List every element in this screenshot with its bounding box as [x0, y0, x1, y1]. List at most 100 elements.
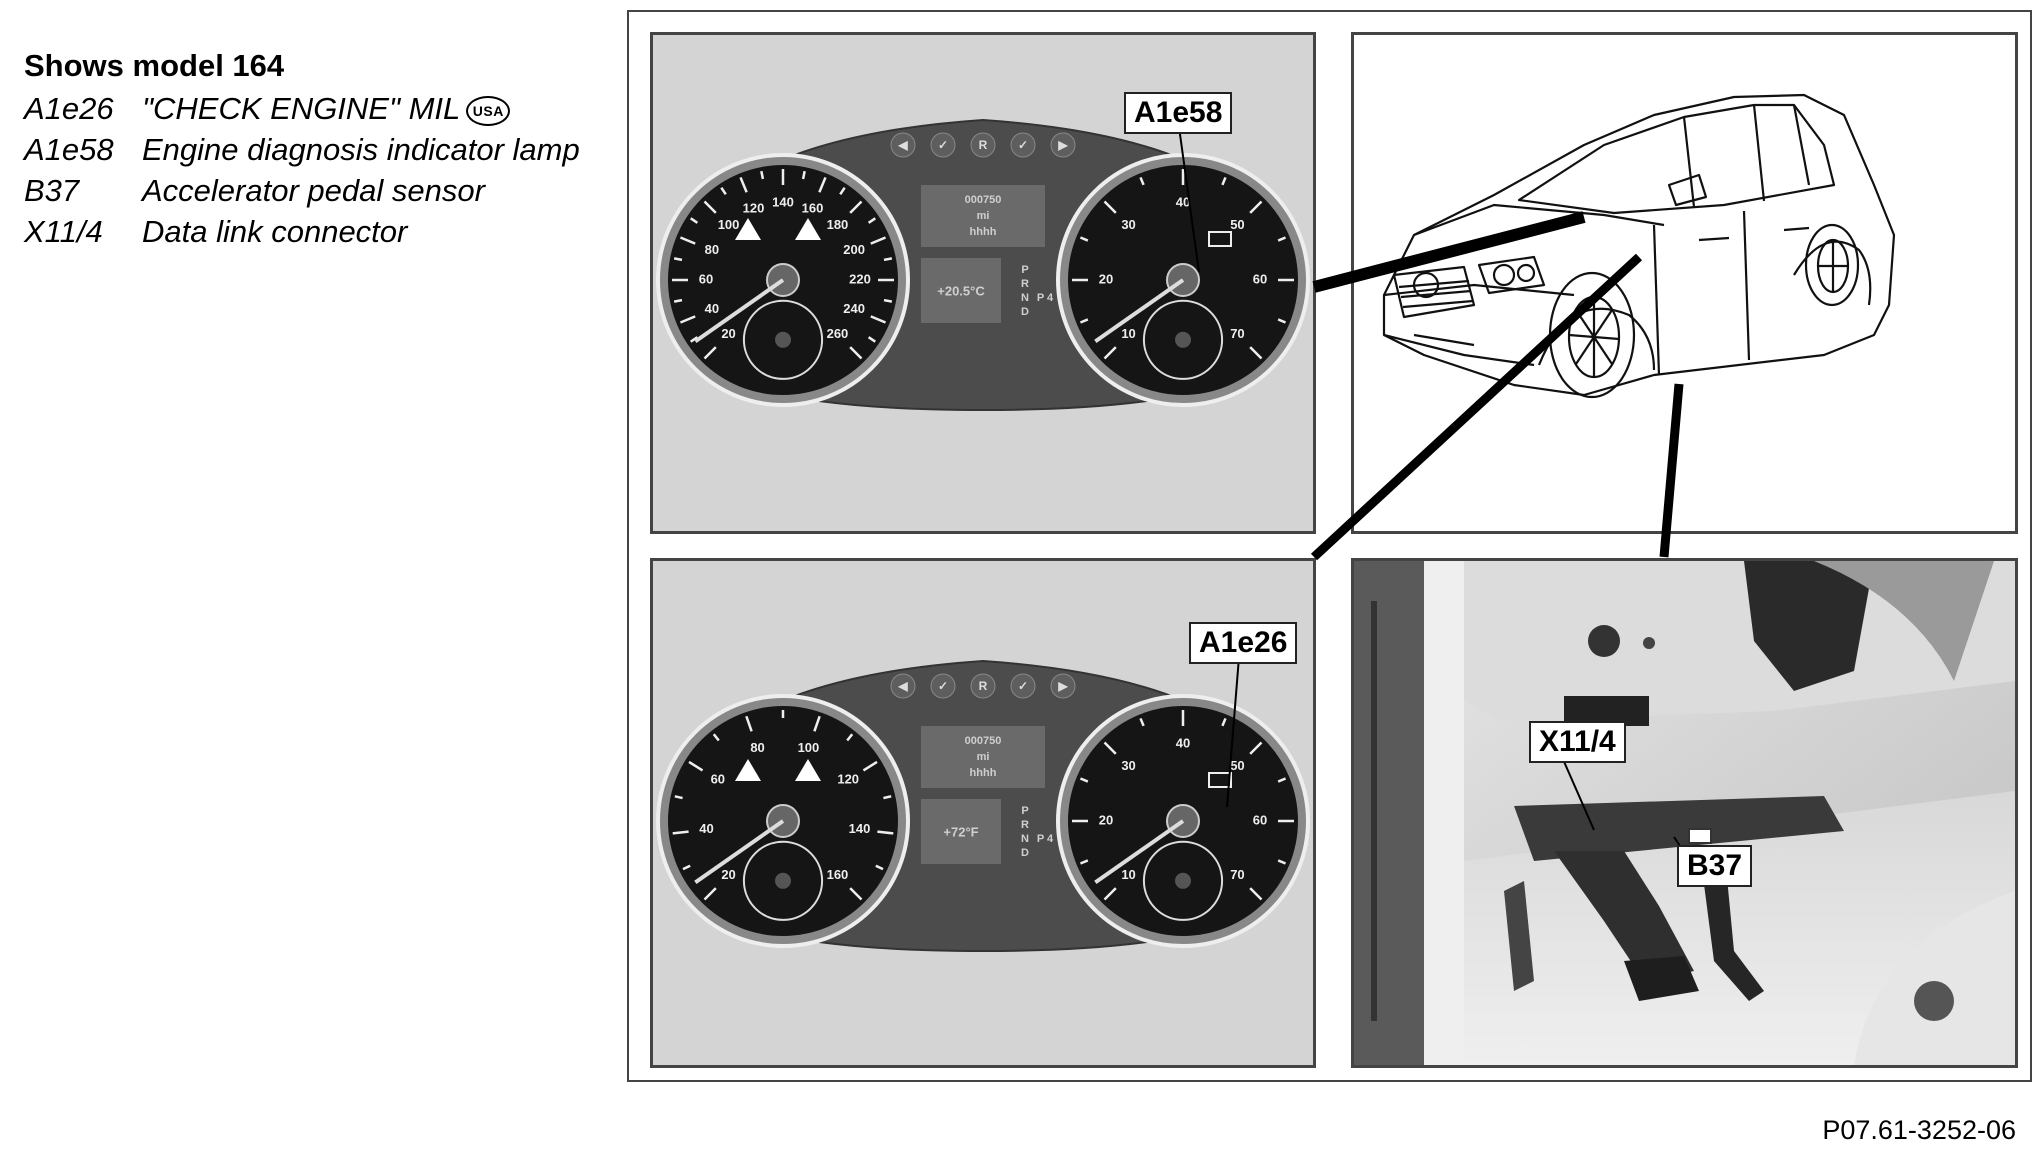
tachometer-tick-label: 10 [1121, 326, 1135, 341]
odometer-line: 000750 [965, 194, 1002, 206]
tachometer-needle [1094, 819, 1185, 885]
tachometer-tick [1139, 176, 1145, 186]
cluster-button [890, 132, 916, 158]
speedometer-tick-label: 100 [798, 740, 820, 755]
gear-letter: R [1021, 819, 1029, 831]
tachometer-tick-label: 60 [1253, 812, 1267, 827]
speedometer-tick-label: 180 [827, 217, 849, 232]
speedometer-tick-label: 60 [711, 771, 725, 786]
speedometer-tick [674, 795, 683, 800]
speedometer-tick [875, 864, 884, 871]
footwell-photo [1354, 561, 2015, 1065]
gear-letter: N [1021, 292, 1029, 304]
tachometer-tick [1103, 346, 1117, 360]
cluster-button [970, 132, 996, 158]
speedometer-tick [679, 236, 696, 245]
temp-readout: +72°F [943, 824, 978, 839]
speedometer-tick [690, 217, 699, 224]
speedometer-tick [801, 170, 806, 180]
warning-triangle-icon [795, 759, 821, 781]
speedometer-tick [760, 170, 765, 180]
speedometer-tick [813, 715, 821, 732]
tachometer-needle [1094, 278, 1185, 344]
tachometer-tick-label: 70 [1230, 867, 1244, 882]
speedometer-tick [682, 864, 691, 871]
legend-code: B37 [24, 173, 80, 208]
cluster-button [1010, 673, 1036, 699]
speedometer-tick-label: 260 [827, 326, 849, 341]
cluster-button-icon: ▶ [1057, 138, 1068, 152]
figure-code: P07.61-3252-06 [1822, 1115, 2016, 1145]
engine-lamp-icon [1208, 231, 1232, 247]
tachometer-tick [1221, 717, 1227, 727]
speedometer-tick [849, 200, 863, 214]
speedometer-tick [883, 257, 893, 262]
speedometer-tick-label: 160 [827, 867, 849, 882]
speedometer-tick [862, 760, 878, 772]
gear-letter: D [1021, 306, 1029, 318]
speedometer-tick-label: 20 [721, 326, 735, 341]
odometer-display [921, 185, 1045, 247]
tachometer-tick [1103, 200, 1117, 214]
speedometer-needle [694, 278, 785, 344]
speedometer-subdial-hub [775, 331, 791, 348]
odometer-line: mi [977, 751, 990, 763]
tachometer-tick-label: 30 [1121, 758, 1135, 773]
speedometer-tick [673, 298, 683, 303]
speedometer-tick [673, 257, 683, 262]
speedometer-tick-label: 220 [849, 271, 871, 286]
speedometer-tick [867, 336, 876, 343]
tachometer-tick-label: 30 [1121, 217, 1135, 232]
tachometer-tick [1277, 236, 1287, 242]
odometer-line: mi [977, 210, 990, 222]
speedometer-tick-label: 140 [849, 821, 871, 836]
speedometer-tick [690, 336, 699, 343]
cluster-button [970, 673, 996, 699]
speedometer-tick [712, 733, 720, 742]
tachometer-tick [1249, 741, 1263, 755]
tachometer-tick [1249, 346, 1263, 360]
legend-desc: Engine diagnosis indicator lamp [142, 132, 580, 167]
speedometer-tick [720, 187, 727, 196]
cluster-button-icon: R [979, 679, 988, 693]
cluster-button-icon: ✓ [1018, 679, 1028, 693]
gear-letter: D [1021, 847, 1029, 859]
speedometer-tick [703, 346, 717, 360]
odometer-line: hhhh [970, 767, 997, 779]
usa-badge: USA [466, 95, 511, 126]
tachometer-tick [1103, 741, 1117, 755]
cluster-button-icon: ◀ [897, 138, 908, 152]
tachometer-tick-label: 20 [1099, 812, 1113, 827]
tachometer-tick-label: 70 [1230, 326, 1244, 341]
footwell-panel [1351, 558, 2018, 1068]
speedometer-tick [703, 200, 717, 214]
tachometer-tick-label: 40 [1176, 194, 1190, 209]
tachometer-tick-label: 40 [1176, 735, 1190, 750]
tachometer-subdial-hub [1175, 331, 1191, 348]
tachometer-subdial-hub [1175, 872, 1191, 889]
cluster-button-icon: ✓ [938, 138, 948, 152]
cluster-button [1010, 132, 1036, 158]
tachometer-tick [1249, 200, 1263, 214]
odometer-display [921, 726, 1045, 788]
callout-a1e26: A1e26 [1189, 622, 1298, 664]
speedometer-tick [877, 830, 894, 835]
tachometer-tick [1139, 717, 1145, 727]
tachometer-tick [1079, 859, 1089, 865]
cluster-button-icon: ▶ [1057, 679, 1068, 693]
speedometer-tick-label: 40 [705, 301, 719, 316]
speedometer-tick [679, 315, 696, 324]
tachometer-tick-label: 20 [1099, 271, 1113, 286]
speedometer-needle [694, 819, 785, 885]
tachometer-tick [1103, 887, 1117, 901]
speedometer-tick [870, 236, 887, 245]
speedometer-tick [846, 733, 854, 742]
tachometer-tick [1221, 176, 1227, 186]
tachometer-tick [1079, 777, 1089, 783]
